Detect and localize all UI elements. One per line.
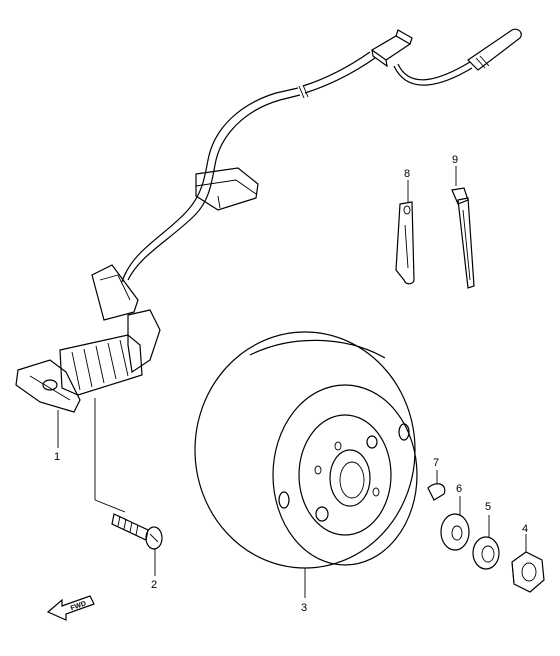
callout-3: 3 [301, 602, 307, 614]
harness-connector [370, 29, 413, 68]
nut [511, 551, 545, 593]
callout-4: 4 [522, 523, 528, 535]
harness-plug [467, 28, 522, 71]
callout-1: 1 [54, 451, 60, 463]
callout-9: 9 [452, 154, 458, 166]
callout-5: 5 [485, 501, 491, 513]
callout-7: 7 [433, 457, 439, 469]
cable-tie [451, 187, 475, 289]
woodruff-key [427, 483, 446, 501]
stator-assembly [15, 264, 161, 413]
forward-direction-marker: FWD [46, 595, 95, 621]
wire-clamp [395, 201, 415, 285]
callout-2: 2 [151, 579, 157, 591]
leader-line-2b [94, 499, 126, 513]
harness-grommet [195, 167, 259, 211]
screw [111, 513, 163, 550]
callout-8: 8 [404, 168, 410, 180]
lock-washer [472, 536, 500, 570]
callout-6: 6 [456, 483, 462, 495]
wiring-harness [121, 28, 522, 283]
forward-arrow-icon [46, 595, 95, 621]
washer [440, 513, 470, 551]
flywheel-rotor [194, 331, 418, 569]
